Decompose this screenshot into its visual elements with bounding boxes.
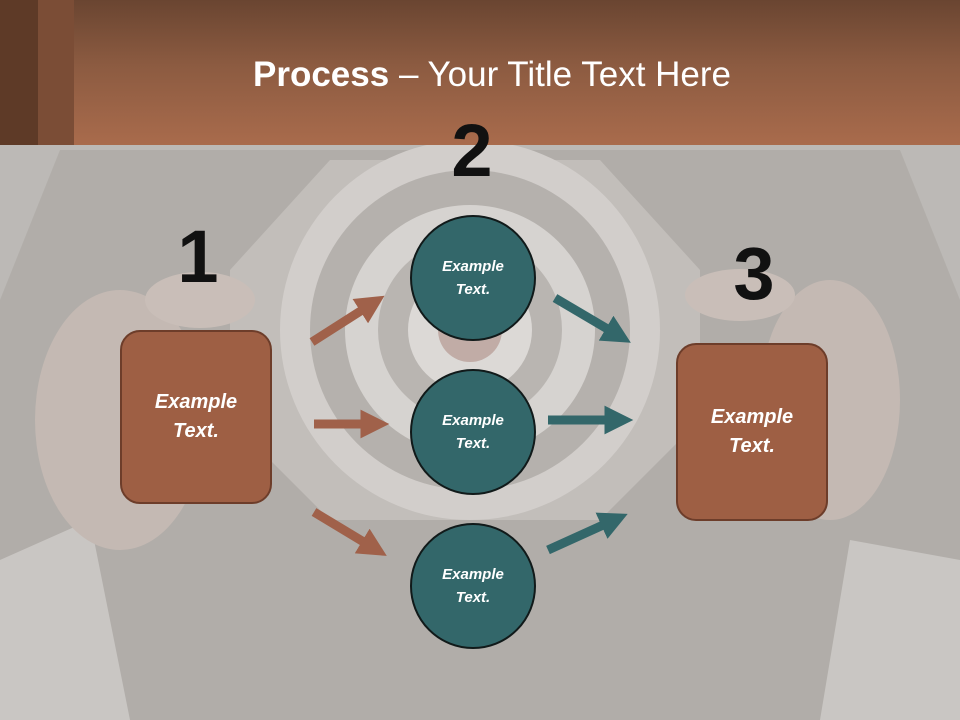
step-number-1: 1 [177,215,219,298]
header-band [0,0,960,145]
title-rest: – Your Title Text Here [389,55,731,94]
step-number-2: 2 [451,109,493,192]
step-box-right-text: Example Text. [711,403,793,461]
circle-bottom-line-2: Text. [455,589,491,606]
header-accent-mid [38,0,74,145]
circle-top[interactable]: Example Text. [410,215,536,341]
circle-top-text: Example Text. [442,255,504,301]
step-box-right[interactable]: Example Text. [676,343,828,521]
step-box-left-line-2: Text. [173,420,219,442]
circle-middle[interactable]: Example Text. [410,369,536,495]
circle-top-line-2: Text. [455,281,491,298]
circle-bottom-text: Example Text. [442,563,504,609]
step-box-left-line-1: Example [154,391,238,413]
circle-middle-line-1: Example [442,412,504,429]
step-box-right-line-1: Example [710,406,794,428]
circle-middle-line-2: Text. [455,435,491,452]
circle-bottom[interactable]: Example Text. [410,523,536,649]
step-number-3: 3 [733,232,775,315]
circle-top-line-1: Example [442,258,504,275]
slide-title: Process – Your Title Text Here [0,52,960,98]
step-box-left-text: Example Text. [155,388,237,446]
step-box-left[interactable]: Example Text. [120,330,272,504]
step-box-right-line-2: Text. [729,435,775,457]
circle-middle-text: Example Text. [442,409,504,455]
title-bold: Process [253,55,390,94]
header-accent-dark [0,0,38,145]
circle-bottom-line-1: Example [442,566,504,583]
